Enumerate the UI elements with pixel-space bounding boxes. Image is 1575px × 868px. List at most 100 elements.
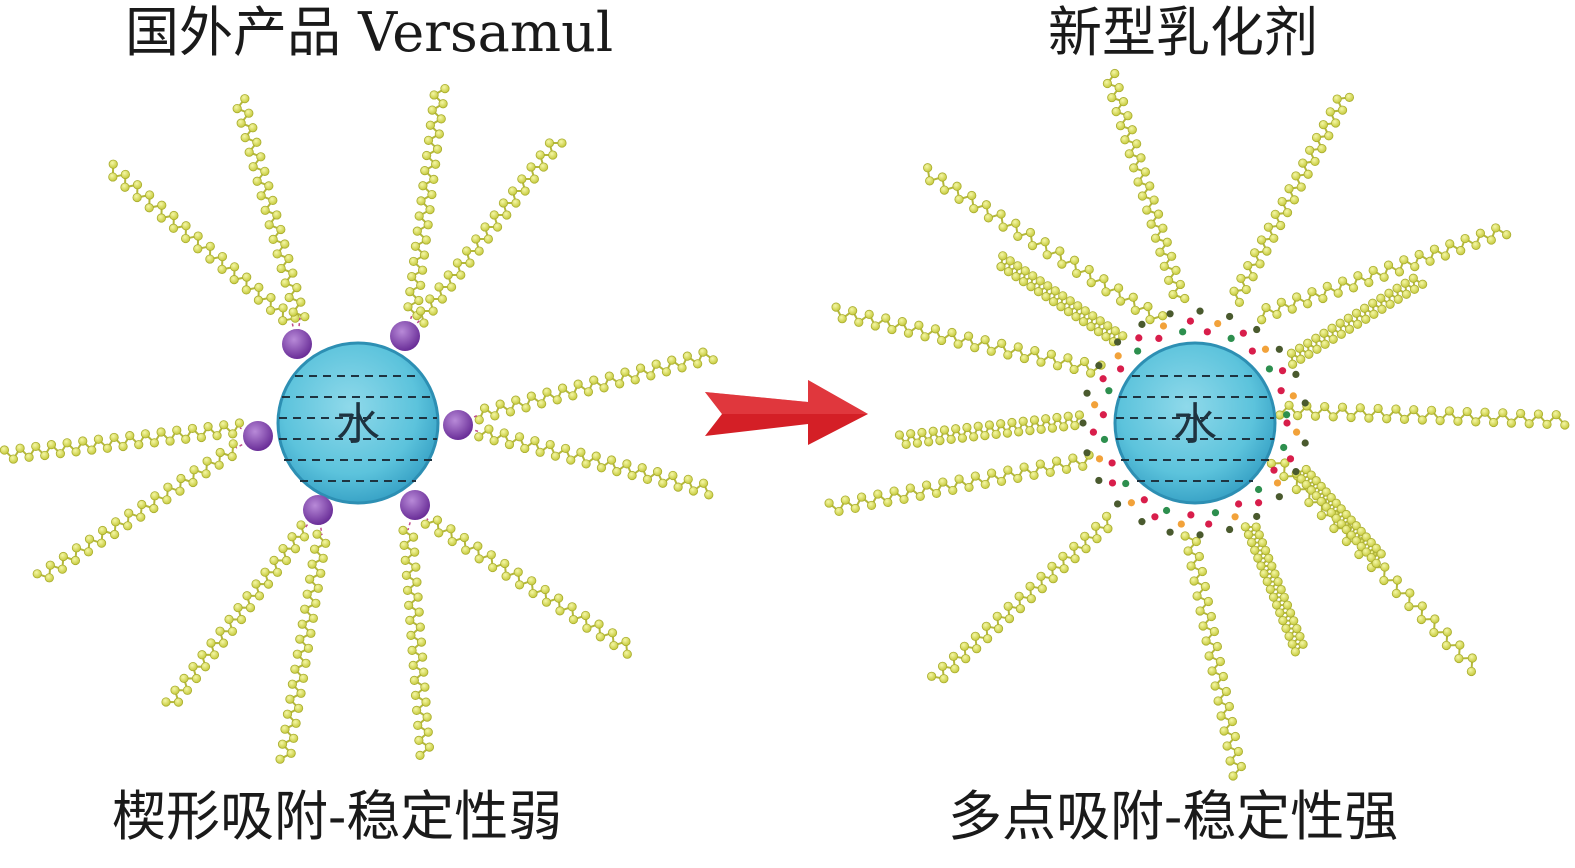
head-link — [457, 414, 479, 426]
tail-bead — [1215, 656, 1226, 667]
tail-bead — [856, 492, 867, 502]
tail-bead — [1286, 348, 1297, 358]
tail-bead — [181, 233, 191, 244]
tail-bead — [526, 162, 536, 172]
tail-bead — [1236, 761, 1247, 772]
tail-bead — [1143, 301, 1153, 312]
tail-bead — [1234, 297, 1245, 307]
tail-bead — [1045, 467, 1055, 478]
tail-bead — [414, 607, 424, 617]
tail-bead — [292, 649, 302, 659]
polar-bead — [1177, 520, 1185, 528]
polar-bead — [1155, 334, 1163, 343]
tail-bead — [421, 235, 431, 245]
polar-bead — [1280, 443, 1288, 452]
tail-bead — [1533, 409, 1544, 419]
tail-bead — [535, 447, 545, 457]
tail-bead — [102, 443, 113, 453]
tail-bead — [1061, 464, 1072, 475]
tail-bead — [407, 271, 417, 282]
tail-bead — [302, 589, 312, 599]
tail-bead — [1018, 277, 1029, 287]
tail-bead — [291, 718, 301, 728]
right-surfactant-tails — [824, 68, 1570, 781]
tail-bead — [1114, 283, 1124, 293]
polar-bead — [1286, 455, 1295, 463]
tail-bead — [704, 490, 714, 500]
tail-bead — [205, 254, 215, 264]
tail-bead — [1198, 621, 1208, 631]
tail-bead — [217, 264, 227, 274]
tail-bead — [1025, 227, 1036, 238]
tail-bead — [297, 619, 307, 629]
tail-bead — [1304, 349, 1314, 359]
tail-bead — [1230, 731, 1241, 742]
tail-bead — [548, 150, 558, 160]
tail-bead — [630, 375, 640, 385]
tail-bead — [500, 558, 510, 569]
tail-bead — [542, 387, 552, 397]
tail-bead — [854, 317, 864, 327]
tail-bead — [1020, 266, 1030, 276]
tail-bead — [1026, 282, 1036, 292]
tail-bead — [1103, 524, 1113, 534]
tail-bead — [299, 532, 310, 542]
tail-bead — [461, 545, 471, 555]
tail-bead — [434, 282, 444, 292]
tail-bead — [244, 147, 254, 157]
tail-bead — [165, 436, 175, 446]
tail-bead — [1311, 132, 1322, 143]
tail-bead — [260, 166, 270, 176]
polar-bead — [1140, 496, 1148, 504]
tail-bead — [609, 640, 619, 651]
tail-bead — [263, 579, 274, 589]
tail-bead — [937, 661, 948, 671]
tail-bead — [1204, 651, 1214, 661]
tail-bead — [265, 305, 276, 316]
tail-bead — [191, 673, 202, 684]
tail-bead — [398, 525, 408, 535]
tail-bead — [173, 697, 184, 707]
tail-bead — [71, 447, 81, 457]
polar-bead — [1277, 387, 1285, 395]
tail-bead — [1364, 277, 1374, 288]
tail-bead — [939, 425, 950, 435]
polar-bead — [1127, 499, 1136, 507]
tail-bead — [948, 651, 959, 661]
tail-bead — [1312, 344, 1322, 354]
tail-bead — [252, 176, 262, 186]
tail-bead — [1041, 414, 1051, 424]
tail-bead — [594, 619, 604, 629]
tail-bead — [501, 571, 511, 581]
tail-bead — [1256, 561, 1266, 571]
tail-bead — [233, 602, 243, 613]
tail-bead — [1337, 276, 1348, 286]
tail-bead — [1036, 571, 1046, 581]
tail-bead — [1328, 334, 1338, 344]
tail-bead — [1116, 296, 1126, 306]
tail-bead — [980, 479, 990, 490]
tail-bead — [193, 244, 203, 254]
transition-arrow — [705, 380, 868, 445]
tail-bead — [45, 560, 55, 570]
tail-bead — [986, 468, 997, 478]
tail-bead — [318, 553, 328, 563]
tail-bead — [667, 355, 677, 365]
tail-bead — [1069, 364, 1079, 375]
tail-bead — [1040, 237, 1050, 247]
tail-bead — [1281, 623, 1291, 634]
polar-bead — [1292, 467, 1300, 476]
tail-bead — [1288, 359, 1298, 369]
tail-bead — [228, 429, 238, 439]
tail-bead — [831, 302, 841, 312]
tail-bead — [296, 688, 306, 698]
tail-bead — [288, 268, 298, 278]
tail-bead — [1426, 405, 1437, 415]
tail-bead — [254, 282, 264, 292]
tail-bead — [997, 338, 1007, 348]
tail-bead — [1247, 537, 1257, 548]
tail-bead — [560, 443, 571, 454]
tail-bead — [307, 559, 317, 569]
tail-bead — [1332, 94, 1342, 104]
tail-bead — [682, 351, 692, 361]
